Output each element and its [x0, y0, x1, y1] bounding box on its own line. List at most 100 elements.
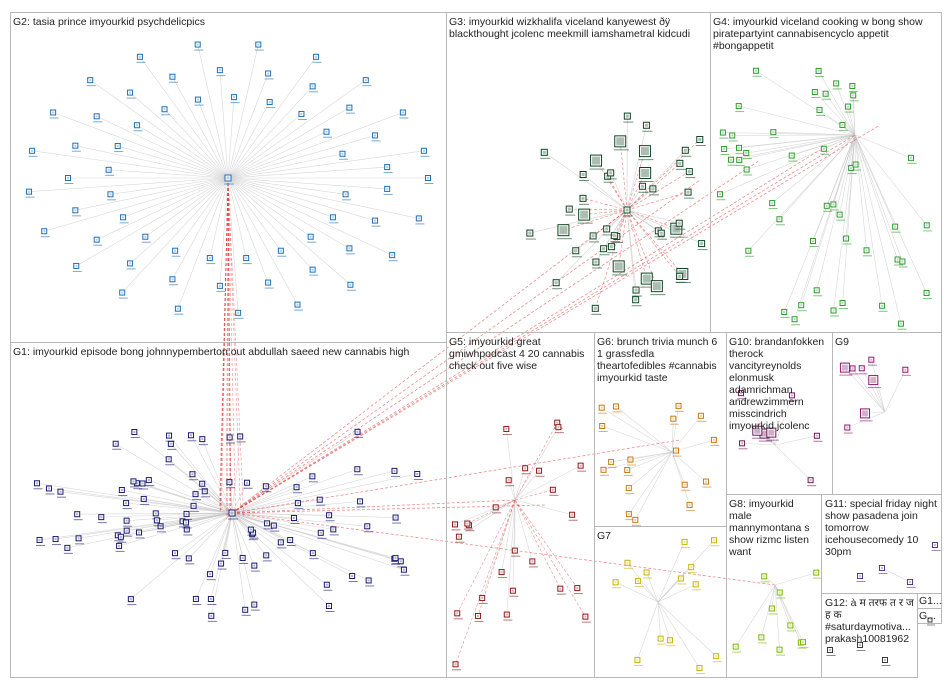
edge-g1 [186, 512, 233, 530]
node-g1 [263, 520, 273, 530]
node-g1 [182, 519, 192, 529]
edge-g3 [582, 174, 628, 211]
edge-g3 [529, 209, 628, 234]
node-g6 [702, 478, 712, 488]
node-g6 [697, 412, 707, 422]
node-g4 [769, 129, 779, 139]
edge-g2 [227, 112, 403, 179]
node-g3 [648, 185, 659, 196]
node-g6 [626, 456, 636, 466]
edge-g5 [468, 499, 516, 526]
node-g4 [788, 152, 798, 162]
node-g1 [165, 432, 175, 442]
edge-g4 [854, 134, 867, 251]
node-g10 [788, 392, 798, 402]
edge-g7 [657, 601, 661, 639]
edge-g4 [738, 105, 856, 136]
edge-cross [231, 134, 856, 514]
edge-g4 [854, 134, 912, 159]
edge-g4 [730, 134, 856, 161]
node-g1 [122, 500, 132, 510]
edge-g1 [156, 512, 233, 521]
edge-g4 [800, 134, 856, 306]
edge-g1 [231, 486, 297, 514]
node-g8 [732, 643, 742, 653]
group-label-G2: G2: tasia prince imyourkid psychdelicpic… [13, 16, 205, 28]
node-g6 [607, 458, 617, 468]
node-g7 [634, 577, 644, 587]
node-g1 [123, 517, 133, 527]
edge-g1 [174, 512, 233, 554]
node-g7 [643, 569, 653, 579]
edge-g6 [602, 425, 673, 453]
edge-g4 [847, 106, 856, 136]
edge-g7 [637, 601, 659, 661]
edge-g2 [227, 44, 259, 179]
node-g2 [168, 73, 178, 83]
node-g3 [589, 232, 600, 243]
edge-g2 [122, 177, 229, 218]
edge-g5 [514, 499, 578, 589]
node-g1 [207, 596, 217, 606]
node-g11 [906, 579, 916, 588]
edge-g4 [854, 134, 902, 324]
group-label-G13: G1... [919, 595, 942, 607]
group-label-G12: G12: à म तरफ त र ज ह क #saturdaymotiva..… [825, 597, 917, 645]
node-g2 [254, 41, 264, 51]
node-g2 [216, 67, 226, 77]
node-g2 [114, 143, 124, 153]
edge-g2 [29, 177, 229, 192]
edge-g3 [626, 209, 702, 244]
node-g4 [897, 320, 907, 330]
edge-g1 [188, 512, 233, 559]
group-label-G7: G7 [597, 530, 612, 542]
node-g1 [145, 477, 155, 487]
node-g10 [751, 425, 765, 439]
edge-g1 [190, 435, 233, 514]
group-label-G10: G10: brandanfokken therock vancityreynol… [729, 336, 828, 432]
node-g8 [757, 634, 767, 644]
node-g6 [598, 404, 608, 414]
edge-g5 [455, 499, 516, 665]
edge-g3 [544, 152, 628, 211]
edge-g1 [231, 512, 405, 570]
edge-g1 [231, 501, 361, 514]
edge-g2 [227, 166, 388, 179]
edge-g2 [32, 150, 229, 179]
node-g4 [775, 216, 785, 226]
node-g12 [856, 642, 866, 651]
edge-g9 [884, 369, 906, 413]
edge-g2 [145, 177, 229, 237]
node-g4 [823, 202, 833, 212]
edge-g1 [195, 512, 233, 600]
hub-node-g2 [224, 174, 234, 185]
node-g3 [610, 232, 621, 243]
node-g2 [230, 94, 240, 104]
edge-g8 [774, 584, 780, 650]
edge-g2 [136, 124, 229, 179]
edge-g4 [816, 134, 856, 291]
node-g1 [217, 560, 227, 570]
node-g13 [927, 617, 935, 626]
node-g1 [363, 523, 373, 533]
node-g1 [225, 479, 235, 489]
node-g5 [556, 585, 566, 595]
node-g1 [207, 612, 217, 622]
node-g2 [194, 96, 204, 106]
edge-g7 [657, 601, 700, 669]
node-g1 [75, 535, 85, 545]
edge-g1 [192, 474, 233, 514]
edge-g5 [467, 499, 516, 524]
edge-g2 [227, 177, 282, 251]
node-g3 [623, 112, 634, 123]
node-g1 [247, 526, 257, 536]
edge-g1 [39, 512, 233, 541]
node-g1 [190, 502, 200, 512]
node-g1 [52, 536, 62, 546]
edge-g2 [227, 135, 376, 179]
node-g4 [820, 145, 830, 155]
node-g5 [463, 520, 473, 530]
node-g4 [728, 132, 738, 142]
node-g4 [719, 129, 729, 139]
node-g5 [528, 558, 538, 568]
